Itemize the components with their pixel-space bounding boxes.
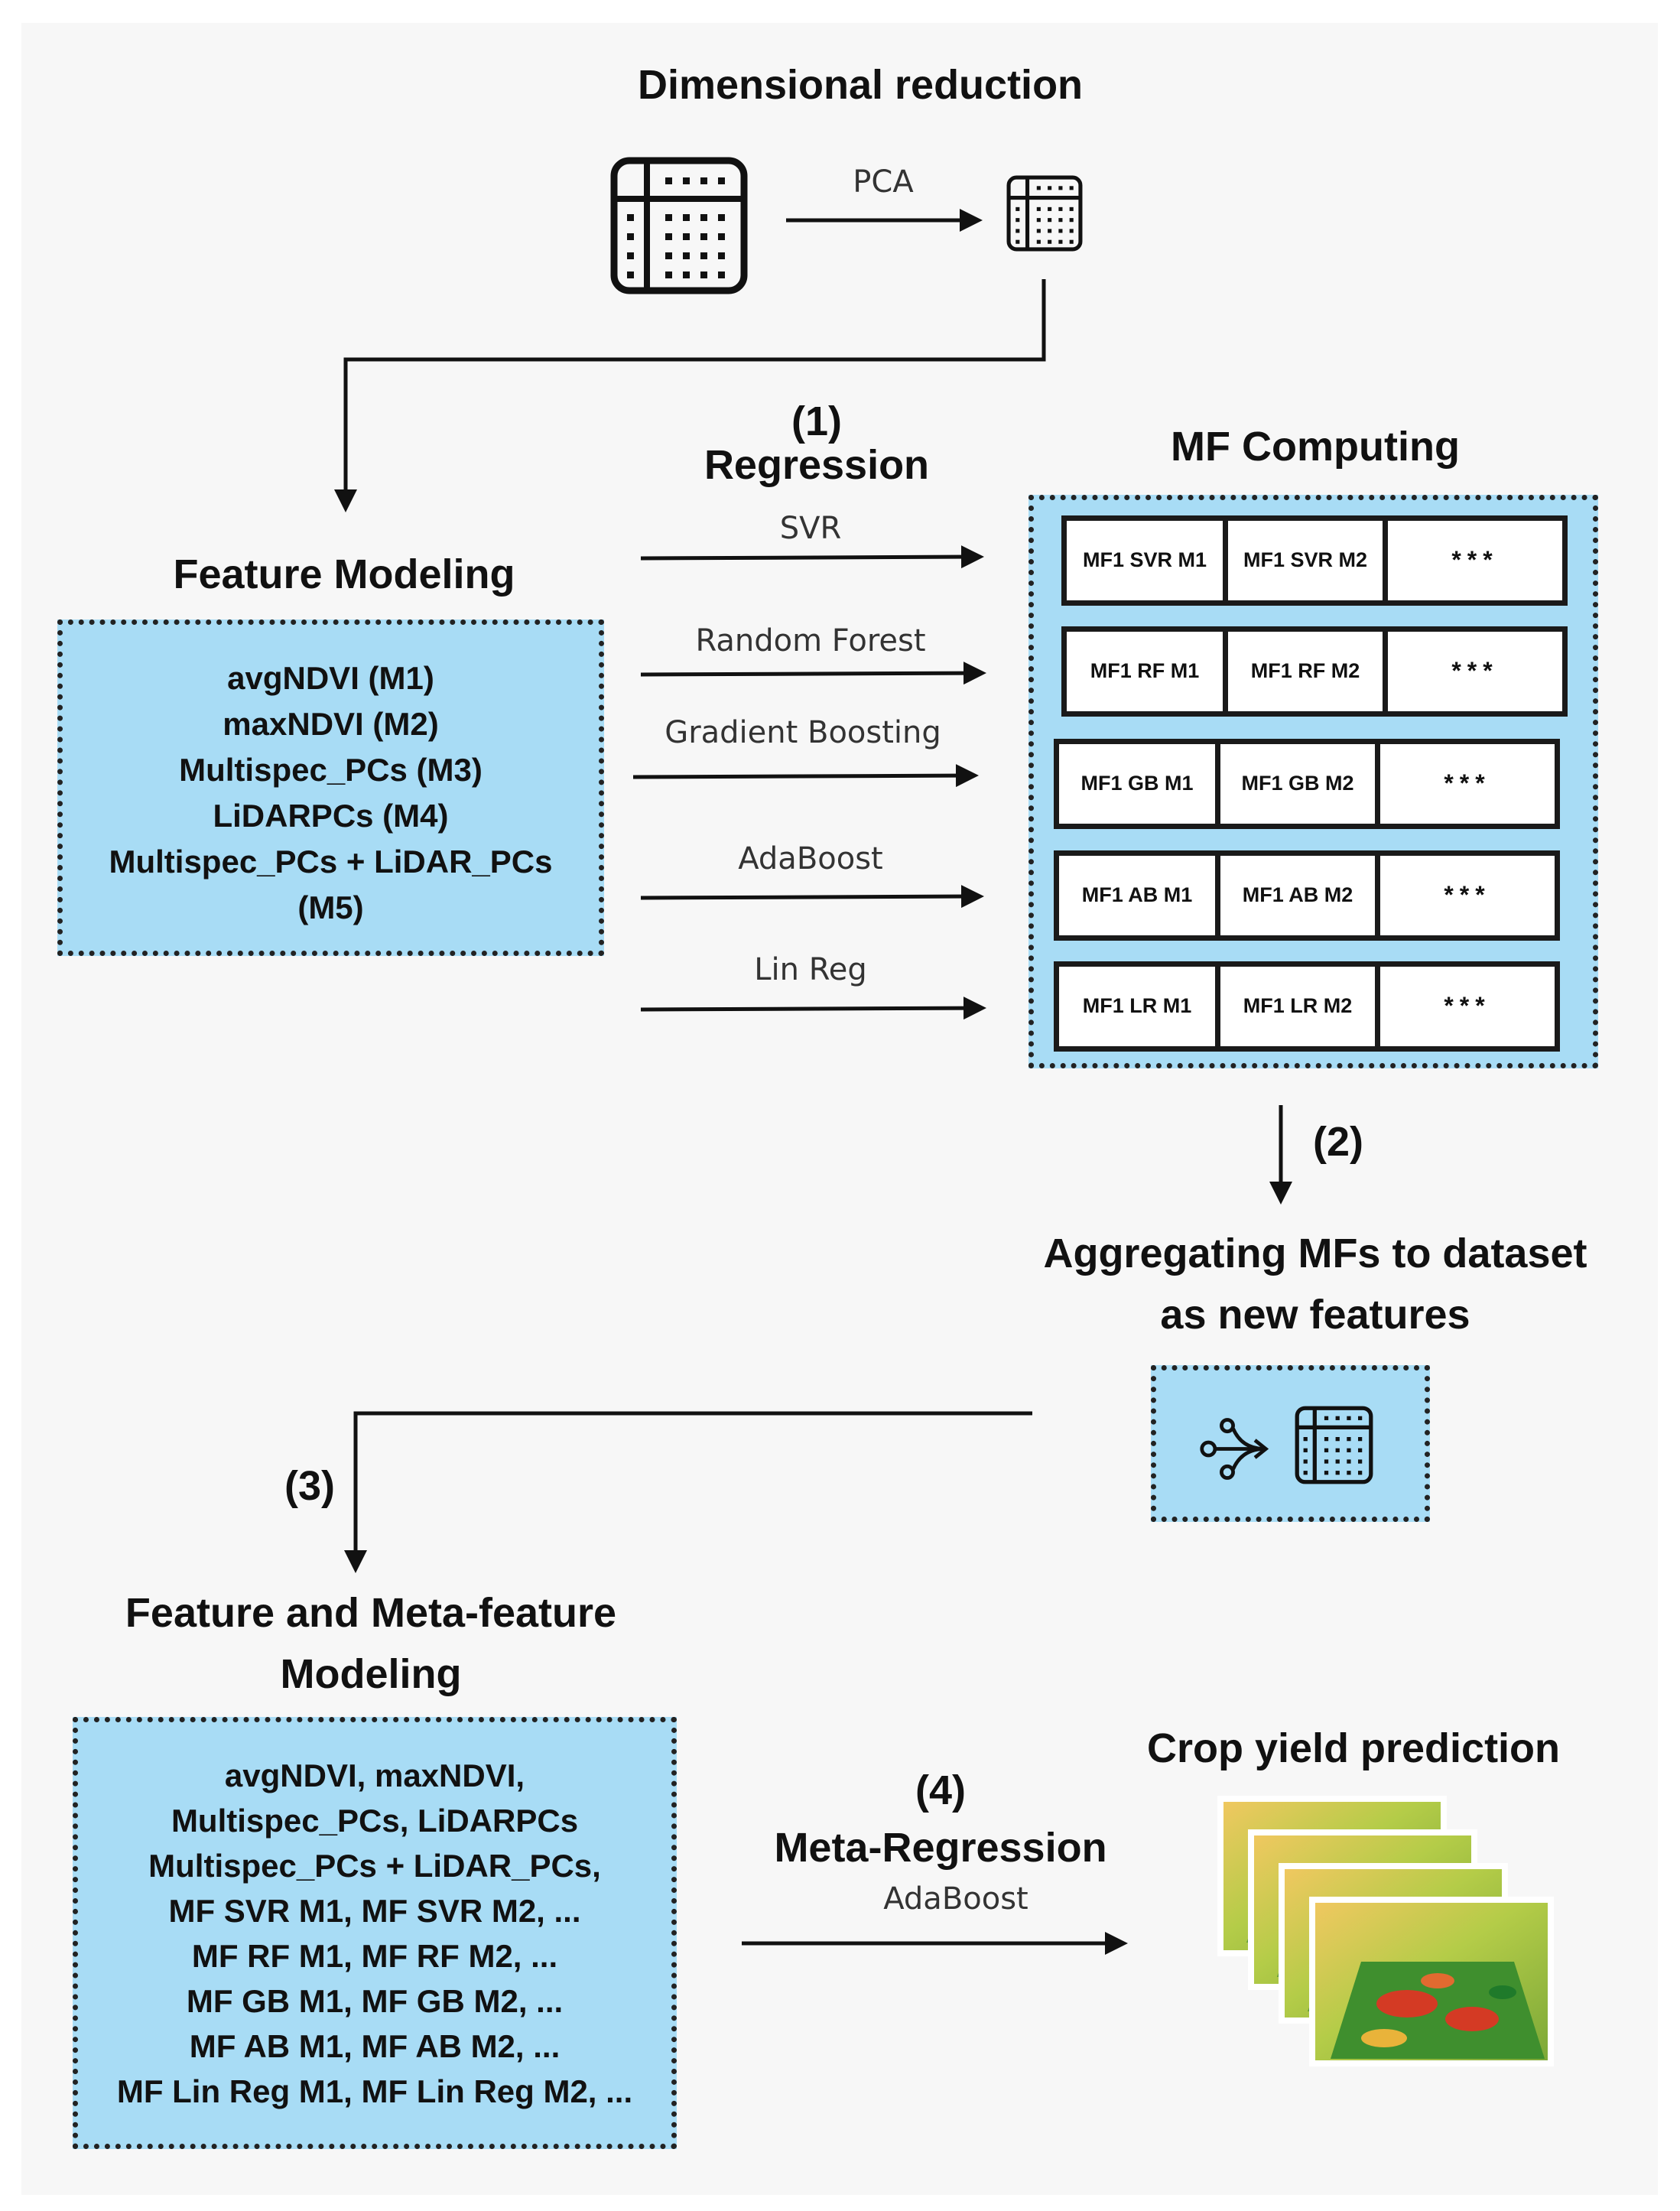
mf-cell-ellipsis: *** xyxy=(1388,521,1562,600)
meta-feature-item: avgNDVI, maxNDVI, xyxy=(224,1757,525,1793)
aggregating-title-line-2: as new features xyxy=(1160,1292,1470,1338)
mf-computing-box: MF1 SVR M1 MF1 SVR M2 *** MF1 RF M1 MF1 … xyxy=(1028,495,1598,1068)
regressor-label-gradient-boosting: Gradient Boosting xyxy=(665,715,941,750)
mf-cell: MF1 SVR M2 xyxy=(1228,521,1383,600)
crop-yield-title: Crop yield prediction xyxy=(1146,1725,1561,1771)
svr-arrow xyxy=(640,545,984,569)
feature-modeling-box: avgNDVI (M1) maxNDVI (M2) Multispec_PCs … xyxy=(57,619,604,956)
meta-feature-item: MF SVR M1, MF SVR M2, ... xyxy=(168,1893,581,1929)
dataset-table-icon xyxy=(1295,1406,1373,1484)
mf-row-ab: MF1 AB M1 MF1 AB M2 *** xyxy=(1054,850,1560,941)
feature-item: avgNDVI (M1) xyxy=(227,660,434,696)
aggregating-title-line-1: Aggregating MFs to dataset xyxy=(1043,1231,1587,1276)
regression-title: Regression xyxy=(704,442,930,488)
mf-cell: MF1 LR M2 xyxy=(1220,967,1375,1046)
mf-row-rf: MF1 RF M1 MF1 RF M2 *** xyxy=(1061,626,1568,717)
aggregate-box xyxy=(1151,1365,1430,1522)
large-table-icon xyxy=(610,157,748,294)
regressor-label-lin-reg: Lin Reg xyxy=(754,952,867,987)
mf-cell: MF1 AB M1 xyxy=(1059,856,1215,935)
mf-row-lr: MF1 LR M1 MF1 LR M2 *** xyxy=(1054,961,1560,1052)
feature-item: maxNDVI (M2) xyxy=(223,706,439,742)
dimensional-reduction-title: Dimensional reduction xyxy=(637,62,1084,108)
mf-cell: MF1 LR M1 xyxy=(1059,967,1215,1046)
meta-feature-item: MF Lin Reg M1, MF Lin Reg M2, ... xyxy=(116,2073,633,2109)
meta-feature-item: MF AB M1, MF AB M2, ... xyxy=(189,2028,561,2064)
regressor-label-adaboost: AdaBoost xyxy=(738,841,883,876)
meta-feature-item: Multispec_PCs + LiDAR_PCs, xyxy=(148,1848,601,1884)
meta-feature-item: Multispec_PCs, LiDARPCs xyxy=(171,1803,579,1839)
crop-yield-maps-image xyxy=(1217,1796,1554,2066)
mf-cell: MF1 GB M2 xyxy=(1220,744,1375,824)
reduction-to-feature-connector xyxy=(334,279,1046,512)
regressor-label-random-forest: Random Forest xyxy=(695,623,926,658)
mf-cell: MF1 RF M2 xyxy=(1228,632,1383,711)
merge-icon xyxy=(1200,1418,1269,1480)
meta-modeling-box: avgNDVI, maxNDVI, Multispec_PCs, LiDARPC… xyxy=(73,1717,677,2149)
map-layer-4 xyxy=(1309,1897,1554,2066)
mf-cell: MF1 SVR M1 xyxy=(1067,521,1223,600)
step-2-number: (2) xyxy=(1313,1119,1363,1165)
meta-modeling-title-line-1: Feature and Meta-feature xyxy=(125,1590,617,1636)
feature-modeling-title: Feature Modeling xyxy=(173,551,515,597)
feature-item: Multispec_PCs (M3) xyxy=(179,752,483,788)
meta-feature-list: avgNDVI, maxNDVI, Multispec_PCs, LiDARPC… xyxy=(78,1753,671,2114)
regressor-label-svr: SVR xyxy=(779,511,842,546)
adaboost-arrow xyxy=(640,885,984,909)
meta-modeling-title-line-2: Modeling xyxy=(280,1651,462,1697)
mf-cell-ellipsis: *** xyxy=(1380,744,1555,824)
meta-regression-title: Meta-Regression xyxy=(774,1825,1107,1871)
meta-feature-item: MF GB M1, MF GB M2, ... xyxy=(186,1983,564,2019)
feature-item: (M5) xyxy=(297,889,364,925)
mf-cell-ellipsis: *** xyxy=(1380,967,1555,1046)
mf-cell: MF1 RF M1 xyxy=(1067,632,1223,711)
step-4-number: (4) xyxy=(915,1767,966,1813)
mf-cell: MF1 AB M2 xyxy=(1220,856,1375,935)
feature-item: LiDARPCs (M4) xyxy=(213,798,449,834)
meta-feature-item: MF RF M1, MF RF M2, ... xyxy=(191,1938,558,1974)
step-3-number: (3) xyxy=(284,1463,335,1509)
mf-row-gb: MF1 GB M1 MF1 GB M2 *** xyxy=(1054,739,1560,829)
mf-computing-title: MF Computing xyxy=(1171,424,1460,470)
pca-label: PCA xyxy=(853,164,914,200)
gradient-boosting-arrow xyxy=(632,764,979,788)
mf-cell: MF1 GB M1 xyxy=(1059,744,1215,824)
random-forest-arrow xyxy=(640,662,986,685)
lin-reg-arrow xyxy=(640,997,986,1020)
small-table-icon xyxy=(1006,175,1083,252)
feature-item: Multispec_PCs + LiDAR_PCs xyxy=(109,844,553,880)
step-1-number: (1) xyxy=(791,398,842,444)
mf-row-svr: MF1 SVR M1 MF1 SVR M2 *** xyxy=(1061,515,1568,606)
aggregate-to-meta-connector xyxy=(344,1411,1032,1573)
meta-regression-method: AdaBoost xyxy=(883,1881,1028,1917)
mf-cell-ellipsis: *** xyxy=(1388,632,1562,711)
mf-cell-ellipsis: *** xyxy=(1380,856,1555,935)
feature-modeling-list: avgNDVI (M1) maxNDVI (M2) Multispec_PCs … xyxy=(63,655,599,931)
